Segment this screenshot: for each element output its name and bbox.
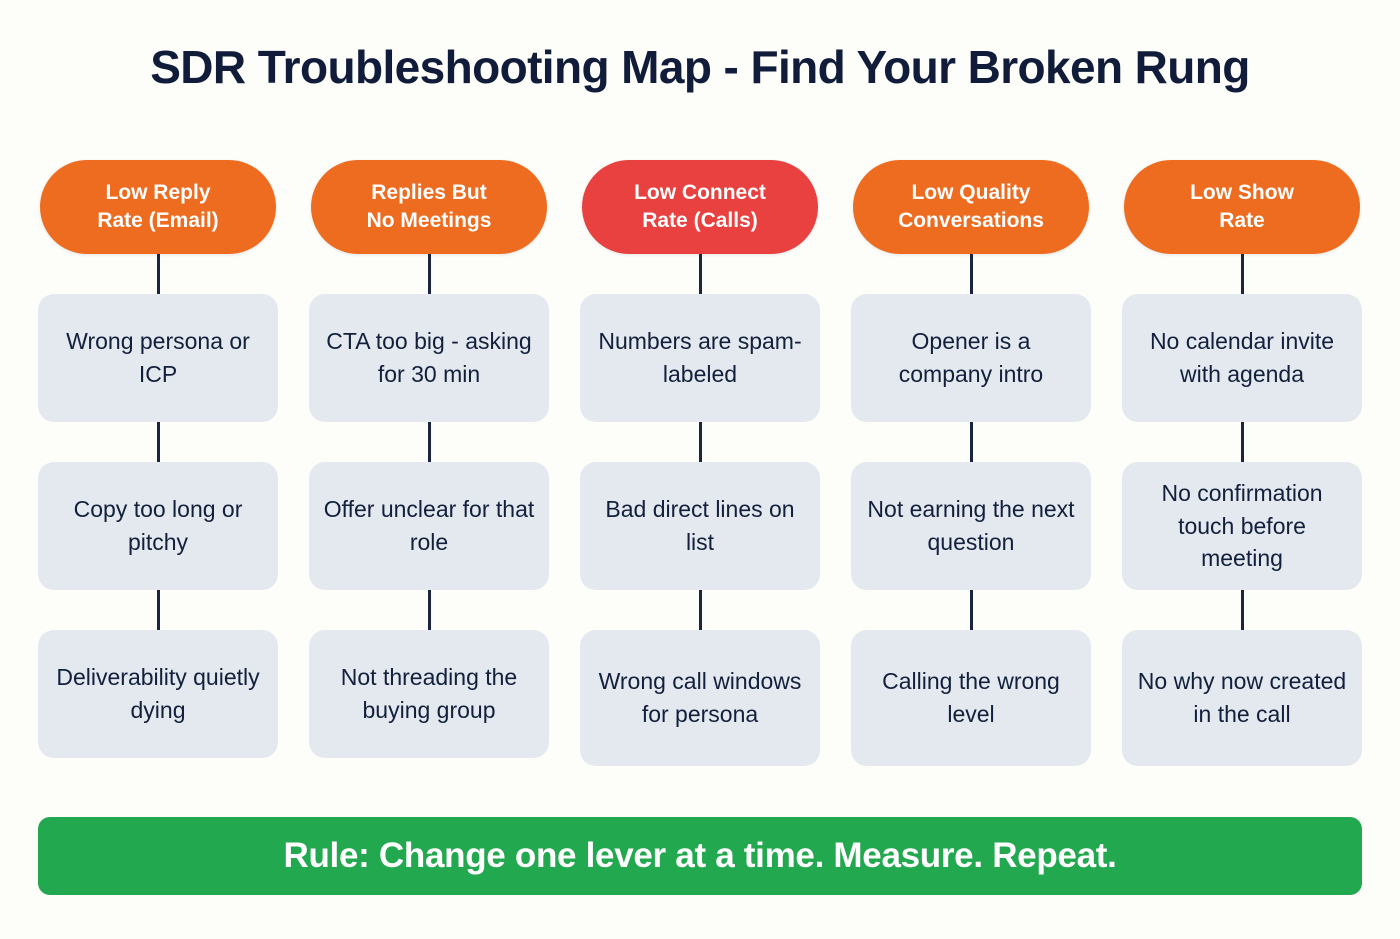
connector-line bbox=[969, 590, 973, 630]
step-box[interactable]: Wrong call windows for persona bbox=[580, 630, 820, 766]
connector-line bbox=[1240, 422, 1244, 462]
step-box[interactable]: Copy too long or pitchy bbox=[38, 462, 278, 590]
step-box[interactable]: No why now created in the call bbox=[1122, 630, 1362, 766]
step-box[interactable]: Calling the wrong level bbox=[851, 630, 1091, 766]
connector-line bbox=[969, 422, 973, 462]
step-box[interactable]: Not earning the next question bbox=[851, 462, 1091, 590]
step-box[interactable]: Bad direct lines on list bbox=[580, 462, 820, 590]
step-box[interactable]: Numbers are spam-labeled bbox=[580, 294, 820, 422]
step-box[interactable]: Offer unclear for that role bbox=[309, 462, 549, 590]
connector-line bbox=[427, 254, 431, 294]
connector-line bbox=[698, 590, 702, 630]
step-box[interactable]: Not threading the buying group bbox=[309, 630, 549, 758]
step-box[interactable]: No confirmation touch before meeting bbox=[1122, 462, 1362, 590]
connector-line bbox=[969, 254, 973, 294]
connector-line bbox=[427, 590, 431, 630]
step-box[interactable]: Opener is a company intro bbox=[851, 294, 1091, 422]
connector-line bbox=[698, 422, 702, 462]
connector-line bbox=[156, 590, 160, 630]
footer-rule-text: Rule: Change one lever at a time. Measur… bbox=[283, 836, 1117, 875]
connector-line bbox=[156, 254, 160, 294]
step-box[interactable]: CTA too big - asking for 30 min bbox=[309, 294, 549, 422]
step-box[interactable]: Wrong persona or ICP bbox=[38, 294, 278, 422]
connector-line bbox=[1240, 254, 1244, 294]
connector-line bbox=[427, 422, 431, 462]
step-box[interactable]: No calendar invite with agenda bbox=[1122, 294, 1362, 422]
connector-line bbox=[1240, 590, 1244, 630]
page-title: SDR Troubleshooting Map - Find Your Brok… bbox=[150, 41, 1250, 93]
connector-line bbox=[156, 422, 160, 462]
footer-rule-banner: Rule: Change one lever at a time. Measur… bbox=[38, 817, 1362, 895]
connector-line bbox=[698, 254, 702, 294]
step-box[interactable]: Deliverability quietly dying bbox=[38, 630, 278, 758]
